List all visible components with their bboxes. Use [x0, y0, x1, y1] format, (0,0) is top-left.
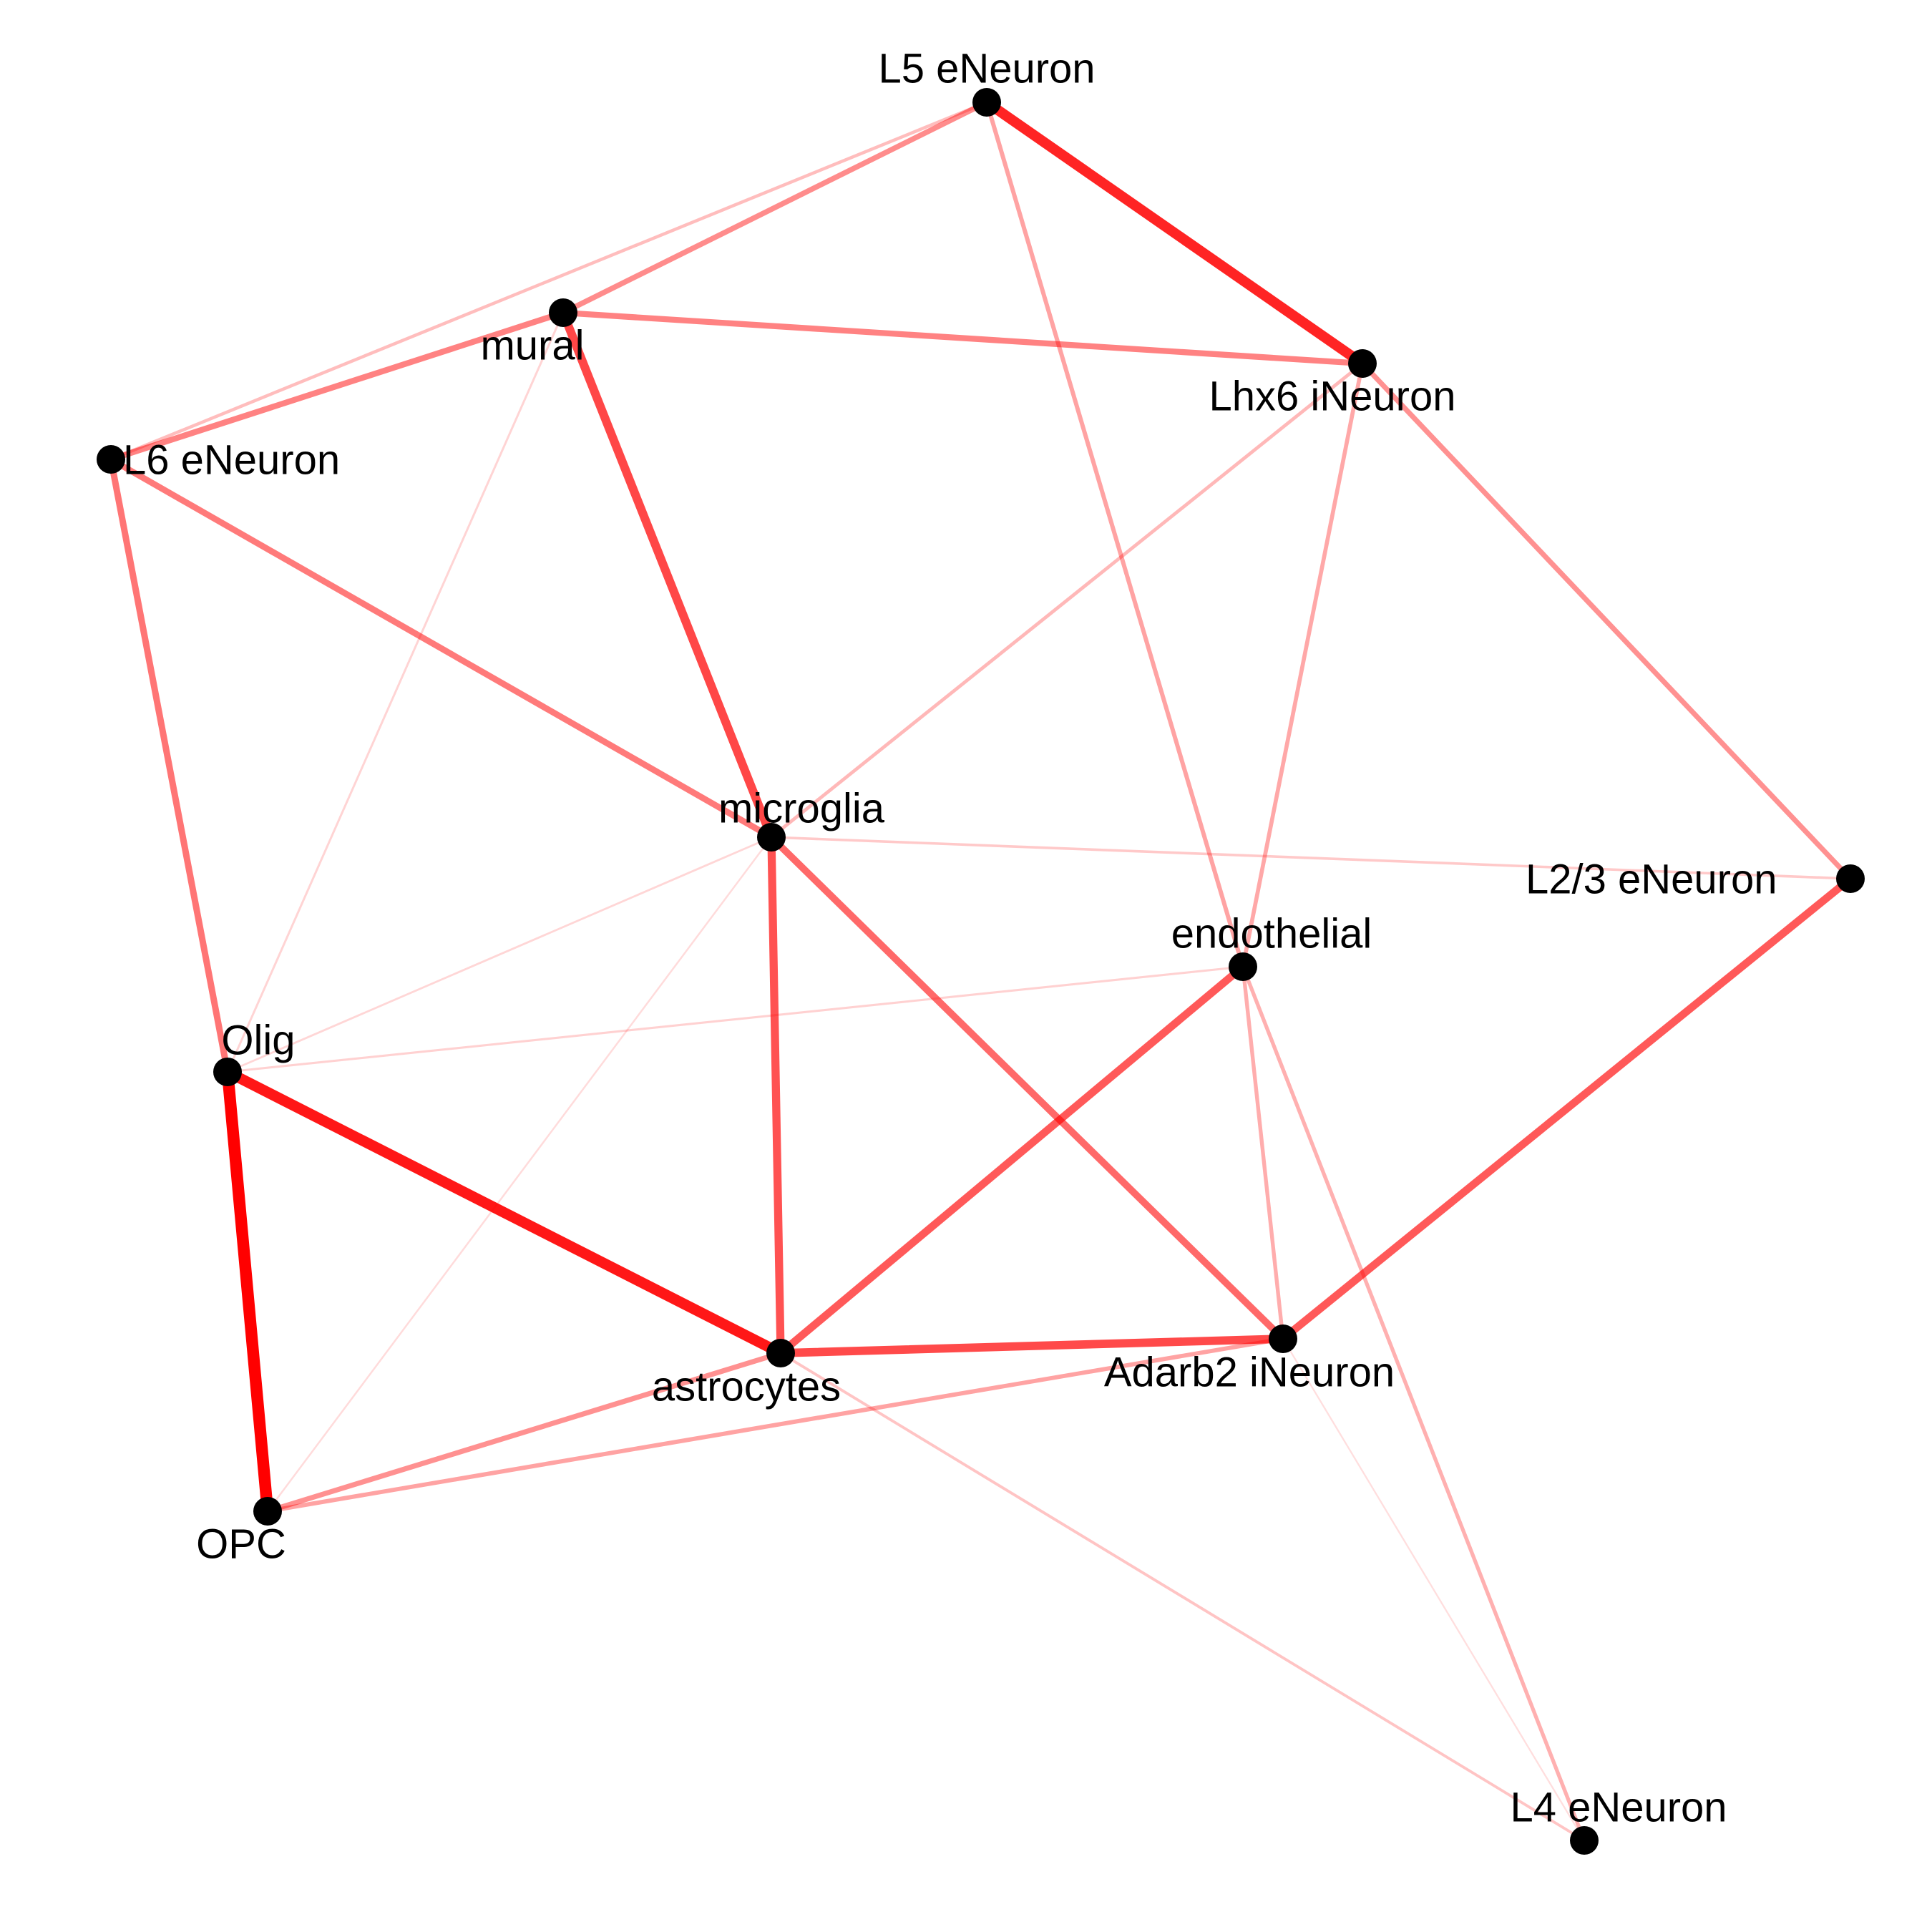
nodes-layer [97, 88, 1865, 1855]
edge-l5-eneuron-mural [560, 99, 990, 316]
node-label-endothelial: endothelial [1171, 910, 1372, 957]
edge-l6-eneuron-mural [107, 309, 567, 463]
edge-microglia-adarb2-ineuron [768, 834, 1287, 1342]
node-adarb2-ineuron [1269, 1324, 1297, 1353]
edge-microglia-l2-3-eneuron [770, 836, 1852, 880]
edge-mural-microglia [559, 308, 776, 841]
node-microglia [757, 823, 786, 852]
node-mural [549, 298, 577, 327]
edge-olig-opc [221, 1065, 274, 1518]
node-olig [213, 1058, 242, 1086]
edge-adarb2-ineuron-l2-3-eneuron [1279, 874, 1855, 1343]
edge-adarb2-ineuron-l4-eneuron [1282, 1337, 1586, 1842]
node-label-astrocytes: astrocytes [652, 1363, 841, 1410]
node-label-olig: Olig [221, 1017, 295, 1063]
edges-layer [107, 97, 1855, 1843]
edge-microglia-astrocytes [767, 833, 785, 1357]
edge-astrocytes-endothelial [776, 962, 1247, 1357]
node-label-l5-eneuron: L5 eNeuron [878, 45, 1095, 92]
edge-olig-endothelial [226, 965, 1244, 1073]
edge-olig-astrocytes [222, 1066, 786, 1359]
edge-adarb2-ineuron-opc [265, 1337, 1285, 1513]
edge-astrocytes-adarb2-ineuron [776, 1335, 1287, 1357]
edge-microglia-opc [266, 836, 773, 1513]
node-opc [253, 1497, 282, 1526]
node-label-l2-3-eneuron: L2/3 eNeuron [1526, 856, 1777, 902]
node-label-adarb2-ineuron: Adarb2 iNeuron [1104, 1349, 1395, 1395]
edge-lhx6-ineuron-endothelial [1241, 361, 1365, 969]
node-l6-eneuron [97, 445, 125, 474]
node-astrocytes [766, 1339, 795, 1367]
edge-l5-eneuron-lhx6-ineuron [981, 97, 1368, 369]
edge-endothelial-l4-eneuron [1241, 965, 1586, 1843]
edge-l5-eneuron-endothelial [985, 100, 1245, 969]
node-label-l4-eneuron: L4 eNeuron [1510, 1784, 1727, 1830]
edge-astrocytes-l4-eneuron [779, 1352, 1586, 1842]
node-label-opc: OPC [196, 1521, 286, 1567]
node-l4-eneuron [1570, 1826, 1599, 1855]
edge-lhx6-ineuron-l2-3-eneuron [1360, 361, 1853, 882]
edge-lhx6-ineuron-microglia [769, 361, 1365, 839]
node-endothelial [1229, 952, 1257, 981]
edge-l5-eneuron-l6-eneuron [109, 100, 989, 462]
node-label-microglia: microglia [718, 785, 885, 831]
edge-mural-olig [226, 311, 565, 1073]
node-lhx6-ineuron [1348, 349, 1377, 378]
edge-astrocytes-opc [265, 1350, 784, 1514]
edge-l6-eneuron-microglia [107, 456, 775, 841]
edge-microglia-olig [226, 836, 773, 1073]
node-l2-3-eneuron [1836, 864, 1865, 893]
node-label-mural: mural [480, 322, 584, 369]
edge-mural-lhx6-ineuron [560, 309, 1366, 367]
edge-l6-eneuron-olig [107, 456, 231, 1075]
node-label-l6-eneuron: L6 eNeuron [123, 436, 340, 483]
node-l5-eneuron [972, 88, 1001, 117]
edge-endothelial-adarb2-ineuron [1241, 965, 1285, 1341]
node-label-lhx6-ineuron: Lhx6 iNeuron [1209, 373, 1456, 419]
